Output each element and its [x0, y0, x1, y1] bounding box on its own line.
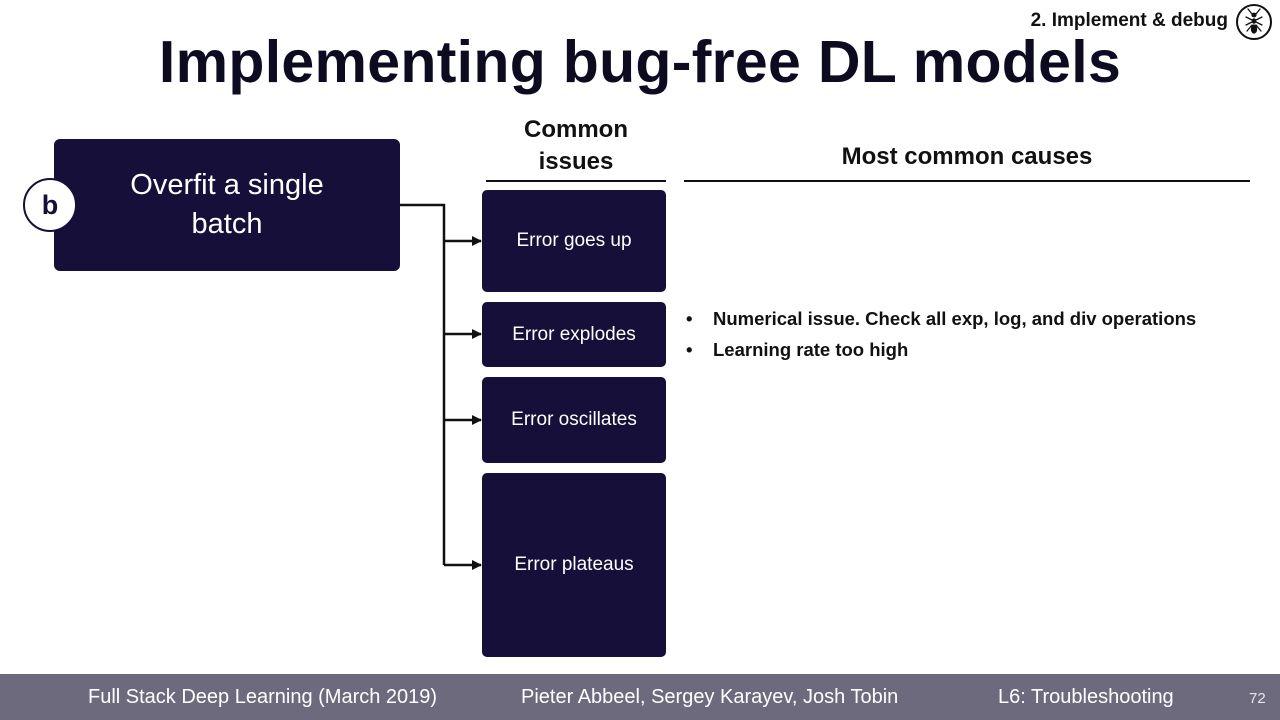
causes-header-rule: [684, 180, 1250, 182]
cause-item: • Learning rate too high: [686, 336, 1196, 367]
step-badge: b: [23, 178, 77, 232]
footer-bar: Full Stack Deep Learning (March 2019) Pi…: [0, 674, 1280, 720]
causes-list: • Numerical issue. Check all exp, log, a…: [686, 305, 1196, 367]
cause-text: Numerical issue. Check all exp, log, and…: [713, 308, 1197, 329]
bullet-icon: •: [686, 308, 693, 329]
cause-item: • Numerical issue. Check all exp, log, a…: [686, 305, 1196, 336]
overfit-node: Overfit a single batch: [54, 139, 400, 271]
issue-label: Error explodes: [512, 323, 636, 345]
issue-box-oscillates: Error oscillates: [482, 377, 666, 463]
footer-authors: Pieter Abbeel, Sergey Karayev, Josh Tobi…: [521, 686, 899, 708]
section-tag: 2. Implement & debug: [1030, 10, 1228, 31]
bullet-icon: •: [686, 339, 693, 360]
issues-header-rule: [486, 180, 666, 182]
issue-box-goes-up: Error goes up: [482, 190, 666, 292]
issues-column-header: Common issues: [524, 116, 628, 175]
issue-box-plateaus: Error plateaus: [482, 473, 666, 657]
causes-column-header: Most common causes: [841, 143, 1093, 170]
issue-box-explodes: Error explodes: [482, 302, 666, 367]
ant-icon: [1236, 4, 1272, 40]
overfit-node-label: Overfit a single batch: [130, 169, 324, 240]
page-title: Implementing bug-free DL models: [158, 29, 1122, 95]
page-number: 72: [1249, 690, 1266, 707]
issue-label: Error plateaus: [514, 554, 634, 575]
connector-trunk: [400, 203, 446, 565]
footer-lecture: L6: Troubleshooting: [998, 686, 1174, 708]
issue-label: Error goes up: [516, 230, 632, 251]
cause-text: Learning rate too high: [713, 339, 909, 360]
footer-course: Full Stack Deep Learning (March 2019): [88, 686, 438, 708]
issue-label: Error oscillates: [511, 409, 637, 430]
